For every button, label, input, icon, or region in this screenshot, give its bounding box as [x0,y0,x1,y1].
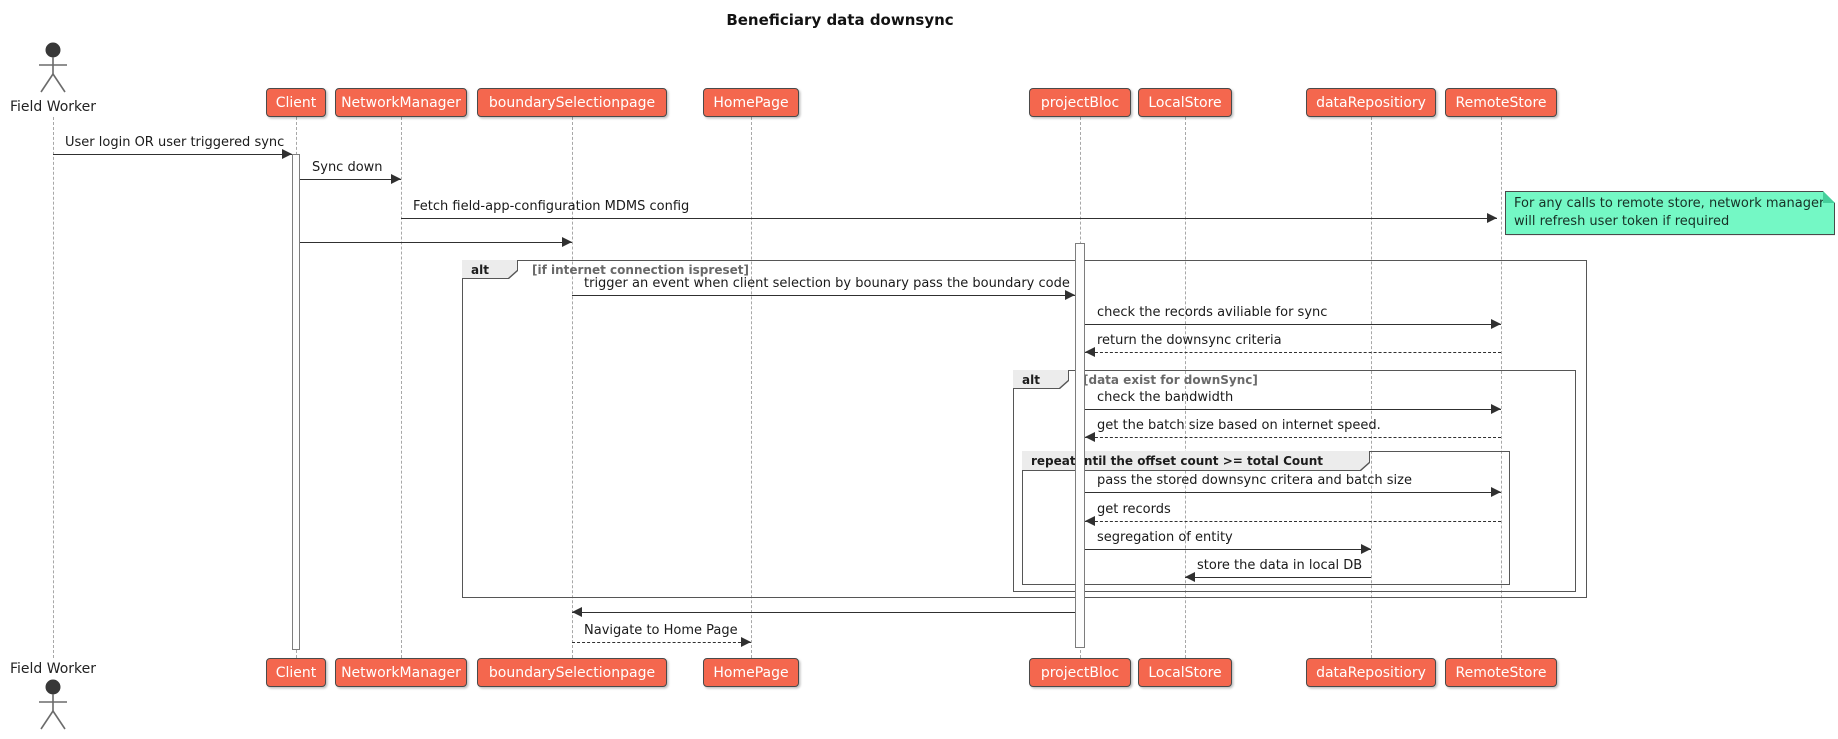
message-arrowhead-0 [282,149,292,159]
participant-local-store-bottom: LocalStore [1138,658,1232,687]
message-line-3 [300,242,572,243]
message-arrowhead-2 [1487,213,1497,223]
frame-operator-label: repeat intil the offset count >= total C… [1031,454,1323,468]
message-label-0: User login OR user triggered sync [65,135,285,150]
message-arrowhead-14 [741,637,751,647]
frame-tab-fill [1013,370,1068,388]
message-label-6: return the downsync criteria [1097,333,1282,348]
message-line-2 [401,218,1497,219]
message-line-9 [1085,492,1501,493]
frame-tab-fill [1022,451,1369,470]
message-line-7 [1085,409,1501,410]
note-fold-corner [1823,191,1835,203]
participant-project-bloc-bottom: projectBloc [1029,658,1131,687]
message-label-11: segregation of entity [1097,530,1233,545]
message-line-14 [572,642,751,643]
field-worker-figure-bottom [22,677,84,739]
participant-client-top: Client [266,88,326,117]
field-worker-label-bottom: Field Worker [9,661,97,677]
message-arrowhead-1 [391,174,401,184]
note: For any calls to remote store, network m… [1505,191,1835,235]
frame-tab-1: alt [1013,370,1069,389]
message-label-14: Navigate to Home Page [584,623,738,638]
lifeline-local-store [1185,117,1186,658]
frame-alt-0 [462,260,1587,598]
participant-client-bottom: Client [266,658,326,687]
frame-condition-1: [data exist for downSync] [1083,373,1258,387]
participant-home-page-bottom: HomePage [703,658,799,687]
participant-project-bloc-top: projectBloc [1029,88,1131,117]
message-arrowhead-9 [1491,487,1501,497]
lifeline-home-page [751,117,752,658]
message-arrowhead-11 [1361,544,1371,554]
message-label-2: Fetch field-app-configuration MDMS confi… [413,199,690,214]
message-label-1: Sync down [312,160,383,175]
message-arrowhead-4 [1065,290,1075,300]
message-arrowhead-12 [1185,572,1195,582]
message-line-6 [1085,352,1501,353]
project-bloc-activation [1075,243,1085,648]
frame-alt-1 [1013,370,1576,592]
frame-operator-label: alt [471,262,489,277]
frame-condition-0: [if internet connection ispreset] [532,263,749,277]
message-arrowhead-5 [1491,319,1501,329]
participant-data-repositiory-bottom: dataRepositiory [1306,658,1436,687]
participant-home-page-top: HomePage [703,88,799,117]
message-line-10 [1085,521,1501,522]
message-line-11 [1085,549,1371,550]
message-line-13 [572,612,1075,613]
message-line-0 [53,154,292,155]
message-arrowhead-3 [562,237,572,247]
message-label-12: store the data in local DB [1197,558,1363,573]
field-worker-label-top: Field Worker [9,99,97,115]
message-label-9: pass the stored downsync critera and bat… [1097,473,1412,488]
message-label-7: check the bandwidth [1097,390,1234,405]
client-activation [292,154,300,650]
message-label-5: check the records aviliable for sync [1097,305,1328,320]
lifeline-field-worker [53,117,54,658]
lifeline-boundary-selection-page [572,117,573,658]
message-line-12 [1185,577,1371,578]
lifeline-remote-store [1501,117,1502,658]
frame-tab-fill [462,260,517,278]
message-label-4: trigger an event when client selection b… [584,276,1070,291]
participant-remote-store-top: RemoteStore [1445,88,1557,117]
message-arrowhead-10 [1085,516,1095,526]
message-line-1 [300,179,401,180]
participant-data-repositiory-top: dataRepositiory [1306,88,1436,117]
participant-network-manager-bottom: NetworkManager [335,658,467,687]
participant-boundary-selection-page-top: boundarySelectionpage [477,88,667,117]
participant-remote-store-bottom: RemoteStore [1445,658,1557,687]
message-label-10: get records [1097,502,1171,517]
message-arrowhead-7 [1491,404,1501,414]
diagram-title: Beneficiary data downsync [726,11,954,29]
participant-network-manager-top: NetworkManager [335,88,467,117]
message-line-8 [1085,437,1501,438]
frame-tab-2: repeat intil the offset count >= total C… [1022,451,1370,471]
message-arrowhead-8 [1085,432,1095,442]
lifeline-data-repositiory [1371,117,1372,658]
message-label-8: get the batch size based on internet spe… [1097,418,1381,433]
field-worker-figure-top [22,40,84,96]
frame-operator-label: alt [1022,372,1040,387]
participant-local-store-top: LocalStore [1138,88,1232,117]
participant-boundary-selection-page-bottom: boundarySelectionpage [477,658,667,687]
frame-tab-0: alt [462,260,518,279]
message-line-4 [572,295,1075,296]
message-arrowhead-6 [1085,347,1095,357]
lifeline-network-manager [401,117,402,658]
message-arrowhead-13 [572,607,582,617]
message-line-5 [1085,324,1501,325]
